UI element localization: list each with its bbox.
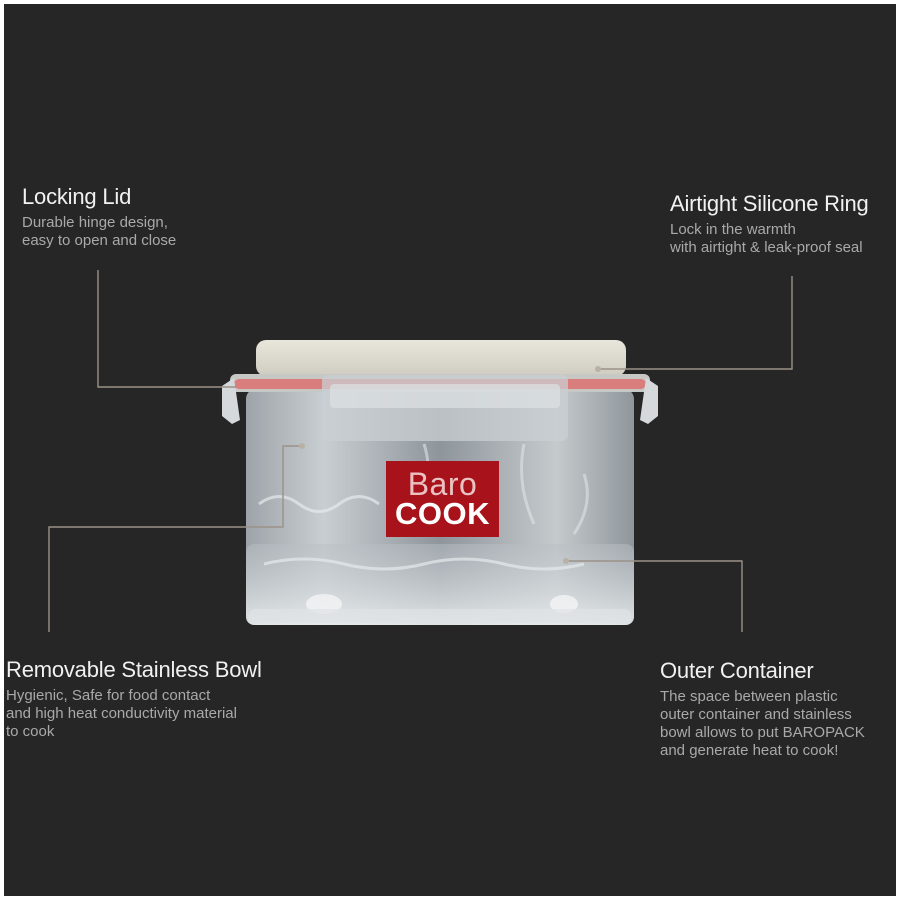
callout-description: Hygienic, Safe for food contact and high… <box>6 687 237 740</box>
product-illustration <box>48 270 793 632</box>
callout-title: Locking Lid <box>22 184 132 209</box>
brand-logo: Baro COOK <box>386 461 499 537</box>
callout-title: Airtight Silicone Ring <box>670 191 869 216</box>
locking-lid <box>222 340 658 441</box>
leader-bowl <box>48 445 302 632</box>
callout-title: Outer Container <box>660 658 814 683</box>
leader-outer <box>566 560 743 632</box>
callout-description: Lock in the warmth with airtight & leak-… <box>670 221 863 256</box>
callout-stainless-bowl: Removable Stainless Bowl Hygienic, Safe … <box>6 657 262 741</box>
callout-title: Removable Stainless Bowl <box>6 657 262 682</box>
callout-locking-lid: Locking Lid Durable hinge design, easy t… <box>22 184 176 250</box>
leader-ring <box>598 276 793 370</box>
callout-silicone-ring: Airtight Silicone Ring Lock in the warmt… <box>670 191 869 257</box>
product-feature-image: Baro COOK Locking Lid Durable hinge desi… <box>4 4 896 896</box>
callout-description: Durable hinge design, easy to open and c… <box>22 214 177 249</box>
callout-outer-container: Outer Container The space between plasti… <box>660 658 865 760</box>
leader-lid <box>97 270 236 388</box>
callout-description: The space between plastic outer containe… <box>660 688 865 759</box>
brand-logo-top: Baro <box>407 466 478 502</box>
brand-logo-bottom: COOK <box>395 496 490 531</box>
